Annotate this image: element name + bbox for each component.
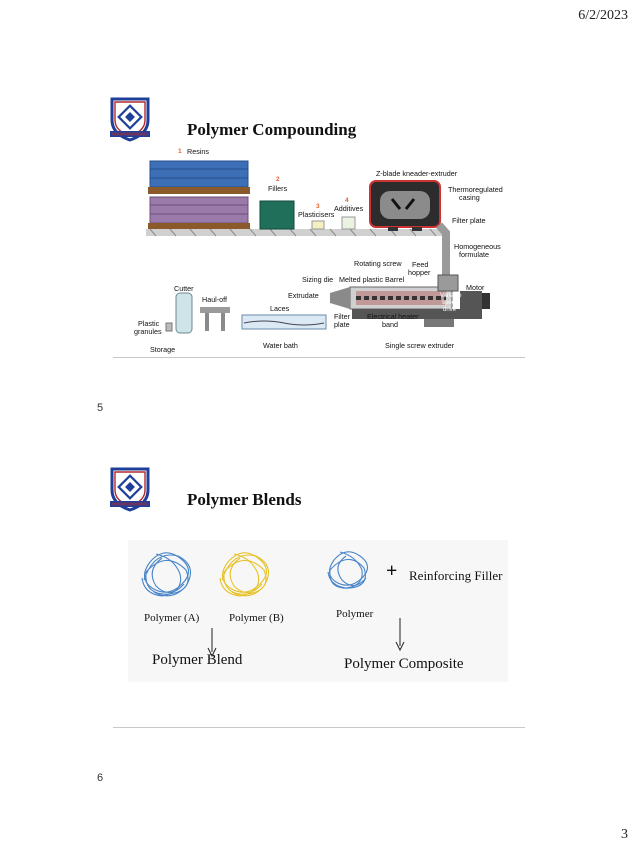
heater-band-label-line2: band — [382, 320, 398, 329]
slide-number: 6 — [97, 772, 104, 784]
extrudate-label: Extrudate — [288, 291, 319, 300]
cutter-label: Cutter — [174, 284, 194, 293]
slide-title: Polymer Compounding — [187, 120, 357, 139]
feed-hopper-label-line1: Feed — [412, 260, 429, 269]
university-crest-logo — [110, 467, 150, 512]
kneader-label: Z-blade kneader-extruder — [376, 169, 458, 178]
variable-drive-label-line3: drive — [443, 307, 457, 313]
blend-drawing — [141, 551, 405, 658]
motor-label: Motor — [466, 283, 485, 292]
heater-band-label-line1: Electrical heater — [367, 312, 419, 321]
handout-date: 6/2/2023 — [578, 8, 628, 23]
homogeneous-label-line2: formulate — [459, 250, 489, 259]
slide-title: Polymer Blends — [187, 490, 302, 509]
filter-plate-label-line1: Filter — [334, 312, 350, 321]
fillers-label: Fillers — [268, 184, 288, 193]
single-screw-extruder-label: Single screw extruder — [385, 341, 455, 350]
slide-bottom-divider — [113, 727, 525, 728]
variable-drive-label-line2: speed — [442, 300, 459, 306]
polymer-a-label: Polymer (A) — [144, 612, 200, 624]
slide-6: Polymer Blends — [0, 430, 638, 810]
plus-sign: + — [386, 560, 398, 582]
filter-plate-top-label: Filter plate — [452, 216, 486, 225]
reinforcing-filler-label: Reinforcing Filler — [409, 568, 503, 583]
compounding-diagram: 1 Resins 2 Fillers 3 Plasticisers 4 Addi… — [130, 143, 503, 355]
handout-page-number: 3 — [621, 827, 628, 842]
additives-label: Additives — [334, 204, 364, 213]
fillers-step-number: 2 — [276, 176, 280, 183]
homogeneous-label-line1: Homogeneous — [454, 242, 501, 251]
polymer-blends-diagram: Polymer (A) Polymer (B) Polymer Blend Po… — [128, 540, 508, 682]
melted-plastic-label: Melted plastic — [339, 275, 383, 284]
plastic-granules-label-line1: Plastic — [138, 319, 160, 328]
resins-label: Resins — [187, 147, 209, 156]
polymer-blend-label: Polymer Blend — [152, 652, 243, 668]
filter-plate-label-line2: plate — [334, 320, 350, 329]
slide-5: Polymer Compounding — [0, 0, 638, 420]
thermoregulated-label-line1: Thermoregulated — [448, 185, 503, 194]
additives-step-number: 4 — [345, 197, 349, 204]
polymer-b-label: Polymer (B) — [229, 612, 284, 624]
plasticisers-label: Plasticisers — [298, 210, 335, 219]
resins-step-number: 1 — [178, 148, 182, 155]
rotating-screw-label: Rotating screw — [354, 259, 402, 268]
compounding-drawing — [146, 160, 490, 334]
haul-off-label: Haul-off — [202, 295, 228, 304]
polymer-label: Polymer — [336, 608, 374, 620]
barrel-label: Barrel — [385, 275, 405, 284]
polymer-composite-label: Polymer Composite — [344, 656, 464, 672]
variable-drive-label-line1: Variable — [440, 293, 462, 299]
storage-label: Storage — [150, 345, 176, 354]
plastic-granules-label-line2: granules — [134, 327, 162, 336]
feed-hopper-label-line2: hopper — [408, 268, 431, 277]
plasticisers-step-number: 3 — [316, 203, 320, 210]
laces-label: Laces — [270, 304, 290, 313]
slide-number: 5 — [97, 402, 104, 414]
slide-bottom-divider — [113, 357, 525, 358]
sizing-die-label: Sizing die — [302, 275, 334, 284]
university-crest-logo — [110, 97, 150, 142]
thermoregulated-label-line2: casing — [459, 193, 480, 202]
water-bath-label: Water bath — [263, 341, 298, 350]
